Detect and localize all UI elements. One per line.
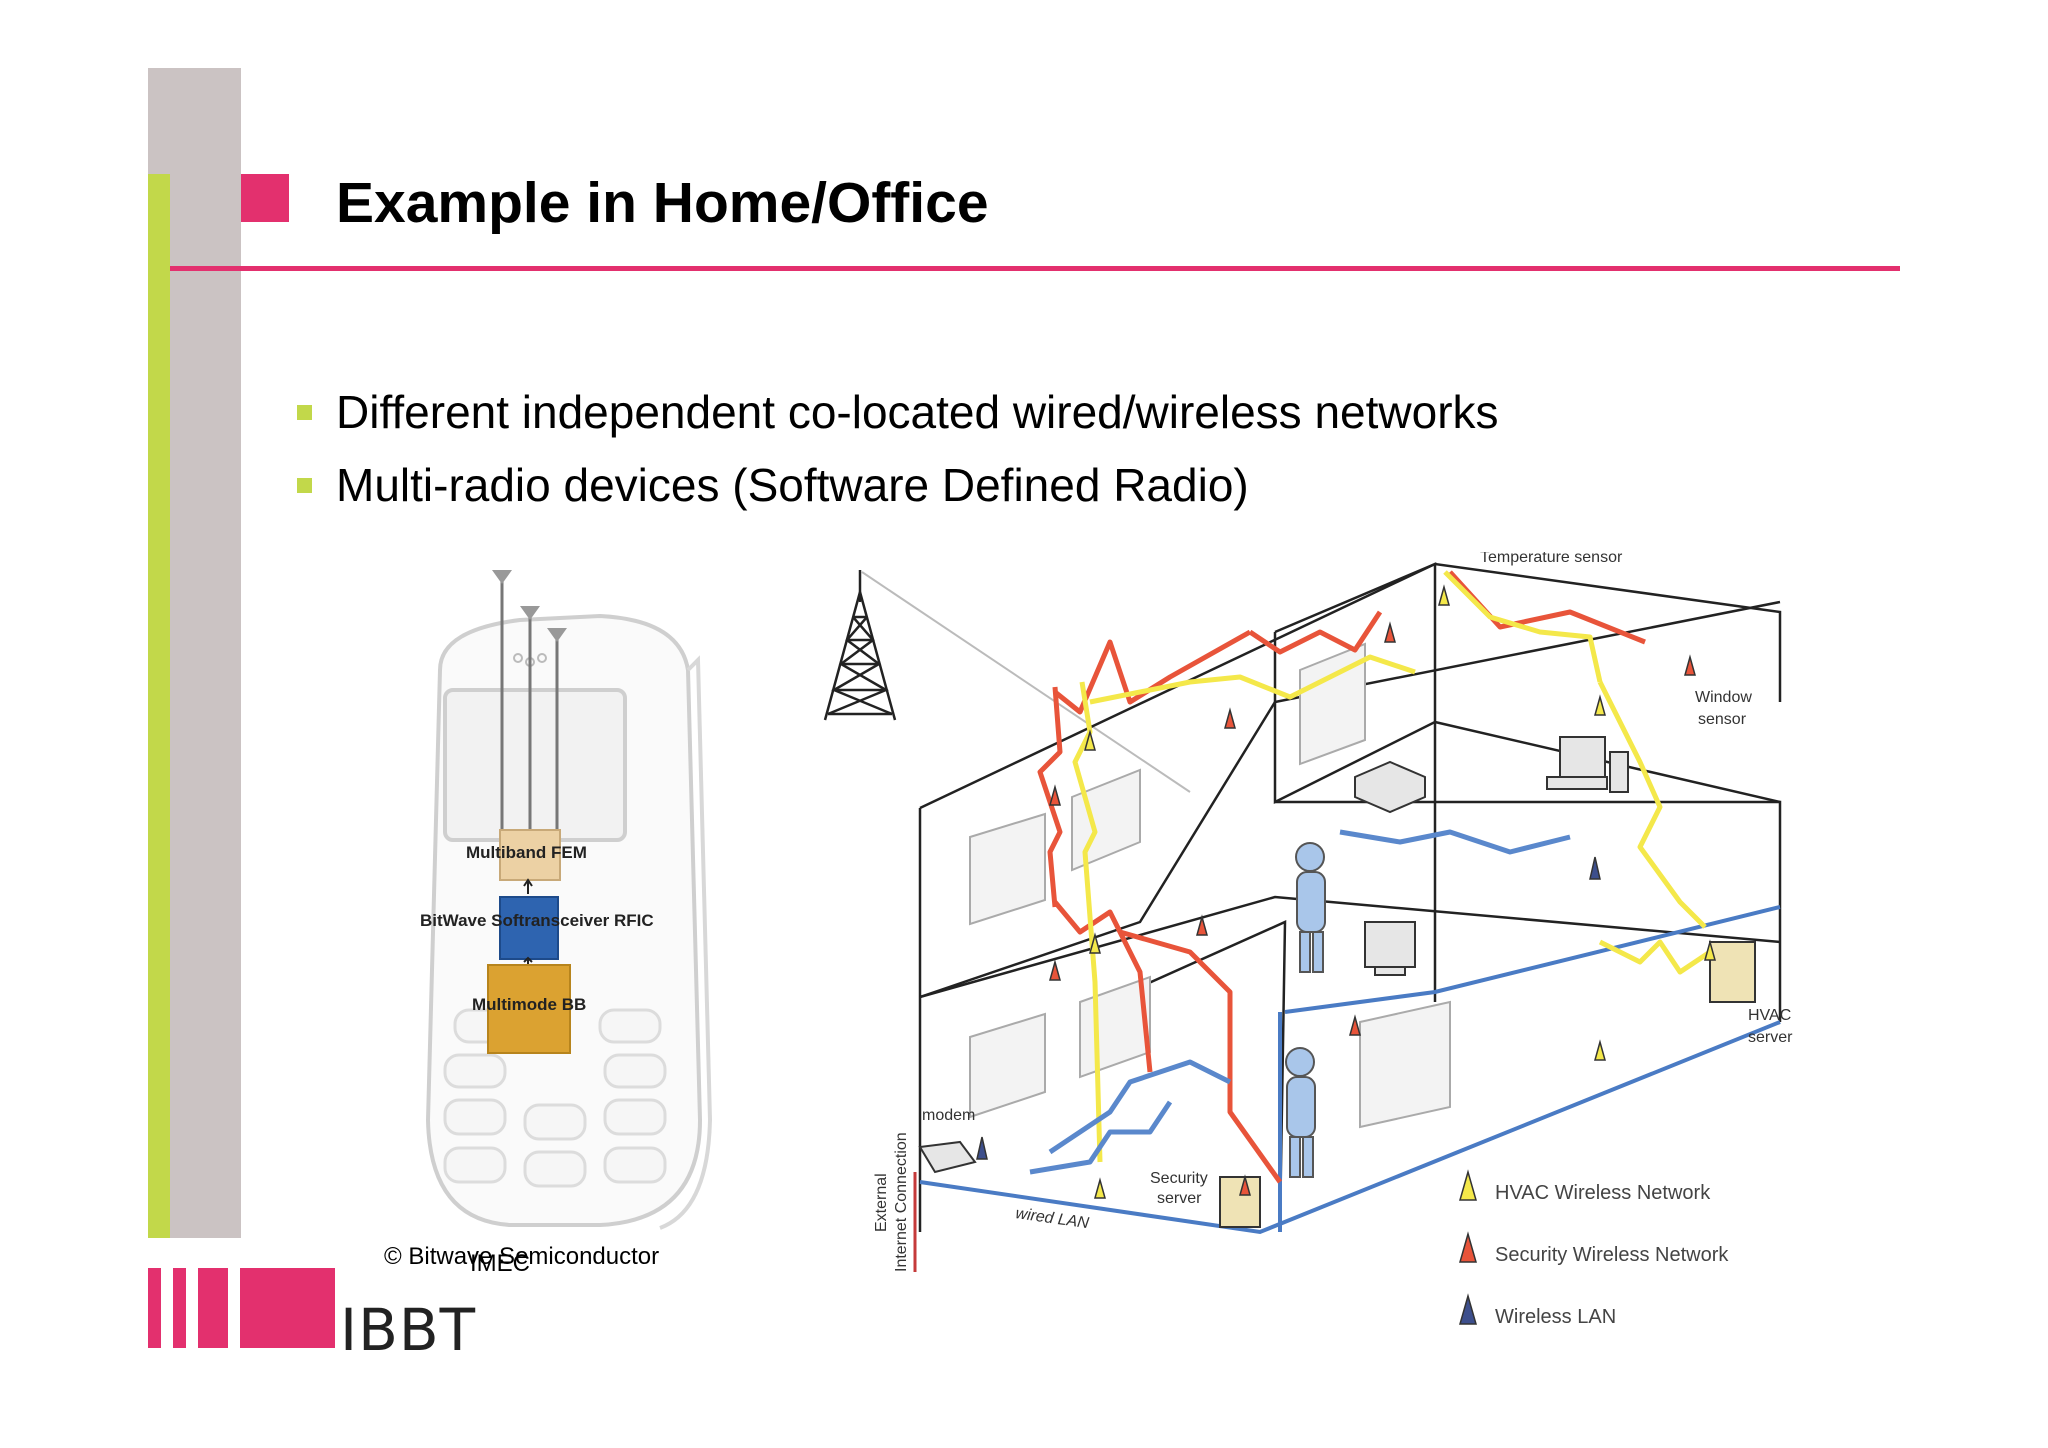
sidebar-green-bar xyxy=(148,174,170,1238)
title-accent-square xyxy=(241,174,289,222)
phone-screen xyxy=(443,688,627,842)
bullet-marker xyxy=(297,478,312,493)
logo-bar xyxy=(198,1268,228,1348)
bb-block xyxy=(487,964,571,1054)
network-diagram: Temperature sensor Window sensor HVAC se… xyxy=(823,552,1793,1328)
window-sensor-label: sensor xyxy=(1698,711,1747,728)
security-server-label: server xyxy=(1157,1190,1202,1207)
legend-label: HVAC Wireless Network xyxy=(1495,1182,1711,1204)
fem-block xyxy=(499,829,561,881)
security-server-label: Security xyxy=(1150,1170,1208,1187)
logo-bar xyxy=(173,1268,186,1348)
projector-icon xyxy=(1354,760,1426,814)
legend-label: Wireless LAN xyxy=(1495,1306,1616,1328)
imec-overlap-text: IMEC xyxy=(470,1250,530,1277)
antenna-icon xyxy=(520,606,540,620)
antenna-icon xyxy=(547,628,567,642)
security-server-icon xyxy=(1219,1176,1261,1228)
hvac-server-label: HVAC xyxy=(1748,1007,1791,1024)
wlan-antenna-icon xyxy=(976,856,1601,1160)
wired-lan-outline xyxy=(919,905,1781,1235)
wall-panel xyxy=(969,642,1451,1129)
bullet-item: Different independent co-located wired/w… xyxy=(336,386,1499,438)
rfic-label: BitWave Softransceiver RFIC xyxy=(420,911,654,930)
logo-bar xyxy=(240,1268,335,1348)
external-label: External xyxy=(873,1173,890,1232)
modem-icon xyxy=(918,1140,977,1174)
legend-label: Security Wireless Network xyxy=(1495,1244,1729,1266)
external-label: Internet Connection xyxy=(893,1132,910,1272)
bb-label: Multimode BB xyxy=(472,995,586,1014)
person-icon xyxy=(1285,1047,1316,1178)
antenna-icon xyxy=(492,570,512,584)
hvac-server-icon xyxy=(1709,941,1756,1003)
hvac-legend-antenna-icon xyxy=(1459,1169,1477,1201)
security-legend-antenna-icon xyxy=(1459,1231,1477,1263)
fem-label: Multiband FEM xyxy=(466,843,587,862)
person-icon xyxy=(1295,842,1326,973)
ibbt-logo-text: IBBT xyxy=(340,1296,477,1364)
building-outline xyxy=(918,562,1782,1232)
rfic-block xyxy=(499,896,559,960)
hvac-antenna-icon xyxy=(1084,584,1716,1199)
security-antenna-icon xyxy=(1049,621,1696,1196)
logo-bar xyxy=(148,1268,161,1348)
monitor-icon xyxy=(1364,921,1416,976)
desktop-computer-icon xyxy=(1546,736,1629,793)
phone-body-edge xyxy=(659,655,713,1230)
title-underline xyxy=(170,266,1900,271)
phone-diagram: Multiband FEM BitWave Softransceiver RFI… xyxy=(420,570,713,1230)
legend: HVAC Wireless Network Security Wireless … xyxy=(1459,1169,1729,1328)
wired-lan-label: wired LAN xyxy=(1014,1205,1090,1232)
modem-label: modem xyxy=(922,1107,975,1124)
radio-tower-icon xyxy=(823,570,897,721)
slide-title: Example in Home/Office xyxy=(336,171,989,235)
temperature-sensor-label: Temperature sensor xyxy=(1480,552,1623,566)
ibbt-logo xyxy=(148,1268,448,1348)
bullet-item: Multi-radio devices (Software Defined Ra… xyxy=(336,459,1249,511)
wireless-link-bolts xyxy=(1029,570,1712,1184)
hvac-server-label: server xyxy=(1748,1029,1793,1046)
bullet-marker xyxy=(297,405,312,420)
wlan-legend-antenna-icon xyxy=(1459,1293,1477,1325)
window-sensor-label: Window xyxy=(1695,689,1752,706)
copyright-text: © Bitwave Semiconductor xyxy=(384,1243,660,1270)
